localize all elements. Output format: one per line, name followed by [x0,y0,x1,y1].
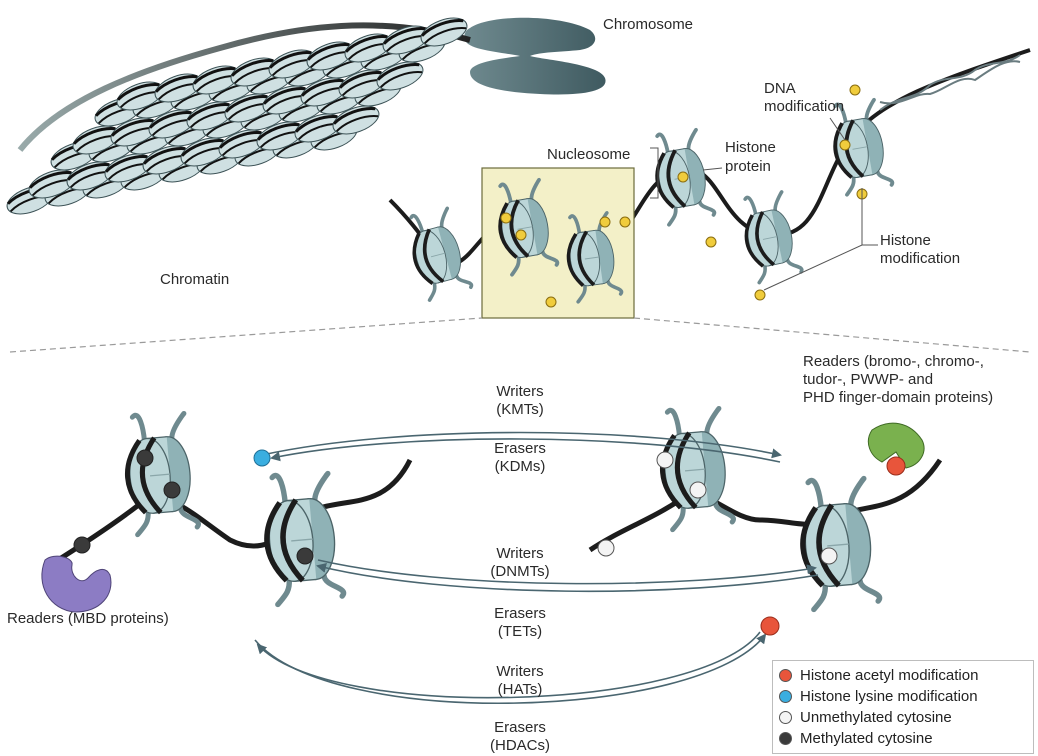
marker-unmethylated-cytosine [690,482,706,498]
label-histone-modification-2: modification [880,250,960,268]
marker-methylated-cytosine [74,537,90,553]
label-chromosome: Chromosome [603,16,693,34]
label-writers-hat-enzyme: (HATs) [470,681,570,699]
label-erasers-hdac-enzyme: (HDACs) [470,737,570,755]
modification-marker [840,140,850,150]
label-erasers-kdm-enzyme: (KDMs) [470,458,570,476]
legend-label: Histone acetyl modification [800,667,978,684]
label-writers-kmt: Writers [470,383,570,401]
label-nucleosome: Nucleosome [547,146,630,164]
marker-methylated-cytosine [297,548,313,564]
upper-nucleosome [738,189,803,283]
label-erasers-tet-enzyme: (TETs) [470,623,570,641]
legend-label: Unmethylated cytosine [800,709,952,726]
dna-double-helix [880,55,1020,110]
reader-mbd-protein [42,556,111,612]
label-readers-right-3: PHD finger-domain proteins) [803,389,993,407]
label-histone-protein-1: Histone [725,139,776,157]
marker-unmethylated-cytosine [598,540,614,556]
marker-histone-acetyl [761,617,779,635]
label-writers-dnmt: Writers [470,545,570,563]
label-histone-modification-1: Histone [880,232,931,250]
lower-nucleosome [657,406,734,530]
zoom-divider-right [634,318,1030,352]
legend-swatch [779,711,792,724]
marker-unmethylated-cytosine [821,548,837,564]
zoom-divider-left [10,318,482,352]
legend-item-histone-acetyl: Histone acetyl modification [779,665,1027,686]
modification-marker [620,217,630,227]
marker-methylated-cytosine [137,450,153,466]
label-writers-dnmt-enzyme: (DNMTs) [470,563,570,581]
lower-nucleosome [797,475,880,609]
label-writers-kmt-enzyme: (KMTs) [470,401,570,419]
dna-strand-lower-right [590,460,940,550]
marker-histone-acetyl [887,457,905,475]
modification-marker [678,172,688,182]
modification-marker [755,290,765,300]
modification-marker [546,297,556,307]
label-writers-hat: Writers [470,663,570,681]
legend-swatch [779,669,792,682]
legend-item-histone-lysine: Histone lysine modification [779,686,1027,707]
label-chromatin: Chromatin [160,271,229,289]
legend-label: Histone lysine modification [800,688,978,705]
modification-marker [850,85,860,95]
leader-histone-protein [703,168,722,170]
label-readers-mbd: Readers (MBD proteins) [7,610,169,628]
marker-unmethylated-cytosine [657,452,673,468]
label-erasers-hdac: Erasers [470,719,570,737]
dna-strand-lower-left [50,460,410,565]
modification-marker [501,213,511,223]
label-dna-modification-2: modification [764,98,844,116]
legend-swatch [779,732,792,745]
label-readers-right-2: tudor-, PWWP- and [803,371,933,389]
label-erasers-tet: Erasers [470,605,570,623]
modification-marker [600,217,610,227]
legend-swatch [779,690,792,703]
label-histone-protein-2: protein [725,158,771,176]
legend-item-unmethylated-cytosine: Unmethylated cytosine [779,707,1027,728]
legend: Histone acetyl modification Histone lysi… [772,660,1034,754]
legend-label: Methylated cytosine [800,730,933,747]
label-readers-right-1: Readers (bromo-, chromo-, [803,353,984,371]
chromosome-shape [464,18,605,95]
modification-marker [516,230,526,240]
lower-nucleosome [122,411,199,535]
upper-nucleosome [404,206,472,301]
label-dna-modification-1: DNA [764,80,796,98]
label-erasers-kdm: Erasers [470,440,570,458]
legend-item-methylated-cytosine: Methylated cytosine [779,728,1027,749]
marker-methylated-cytosine [164,482,180,498]
modification-marker [706,237,716,247]
marker-histone-lysine [254,450,270,466]
lower-nucleosome [261,470,344,604]
